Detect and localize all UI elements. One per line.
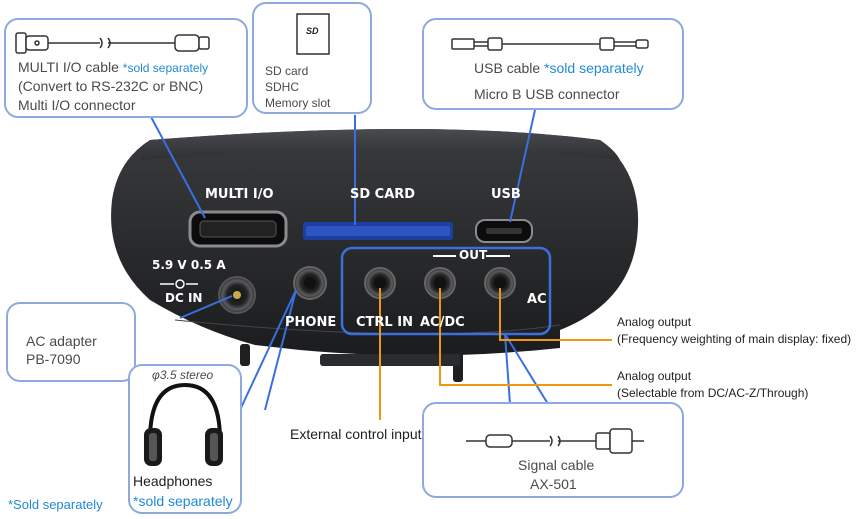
sold-separately-footnote: *Sold separately — [8, 497, 103, 512]
multi-io-connector-text: Multi I/O connector — [18, 97, 136, 113]
multi-io-sold-separately: *sold separately — [122, 61, 209, 75]
leader-lines — [149, 109, 549, 411]
signal-cable-text: Signal cable — [518, 457, 595, 473]
usb-callout — [422, 18, 684, 110]
sd-card-text: SD card — [265, 64, 309, 78]
usb-port-label: USB — [491, 187, 521, 202]
analog-output-fixed-title: Analog output — [617, 315, 692, 329]
usb-cable-label: USB cable *sold separately — [474, 60, 644, 76]
ac-adapter-text: AC adapter — [26, 333, 97, 349]
ac-dc-label: AC/DC — [420, 315, 465, 330]
ctrl-in-label: CTRL IN — [356, 315, 413, 330]
analog-output-fixed-desc: (Frequency weighting of main display: fi… — [617, 332, 852, 346]
voltage-rating: 5.9 V 0.5 A — [152, 258, 226, 272]
headphones-sold-separately: *sold separately — [133, 493, 233, 509]
usb-sold-separately: *sold separately — [544, 60, 644, 76]
ac-dc-leader — [439, 288, 612, 386]
sdhc-text: SDHC — [265, 80, 300, 94]
signal-cable-callout — [422, 402, 684, 498]
dc-polarity-icon — [160, 279, 198, 289]
sd-card-slot-label: SD CARD — [350, 187, 416, 202]
external-control-label: External control input — [290, 426, 422, 442]
out-label: OUT — [459, 248, 488, 262]
phone-label: PHONE — [285, 315, 337, 330]
ac-leader — [499, 288, 612, 341]
memory-slot-text: Memory slot — [265, 96, 331, 110]
output-highlight-box — [340, 246, 552, 336]
multi-io-convert-text: (Convert to RS-232C or BNC) — [18, 78, 204, 94]
multi-io-port-label: MULTI I/O — [205, 187, 274, 202]
headphones-callout — [128, 364, 242, 514]
ac-adapter-model: PB-7090 — [26, 351, 81, 367]
sd-icon-label: SD — [306, 26, 319, 36]
usb-connector-text: Micro B USB connector — [474, 86, 620, 102]
multi-io-cable-name: MULTI I/O cable — [18, 59, 119, 75]
ac-label: AC — [527, 292, 547, 307]
headphones-spec: φ3.5 stereo — [152, 368, 214, 382]
ac-adapter-callout — [6, 302, 136, 382]
multi-io-callout — [4, 18, 248, 118]
analog-output-selectable-title: Analog output — [617, 369, 692, 383]
usb-cable-name: USB cable — [474, 60, 541, 76]
analog-output-selectable-desc: (Selectable from DC/AC-Z/Through) — [617, 386, 809, 400]
headphones-label: Headphones — [133, 473, 213, 489]
signal-cable-model: AX-501 — [530, 476, 577, 492]
dc-in-label: DC IN — [165, 291, 203, 305]
multi-io-cable-label: MULTI I/O cable *sold separately — [18, 59, 208, 75]
